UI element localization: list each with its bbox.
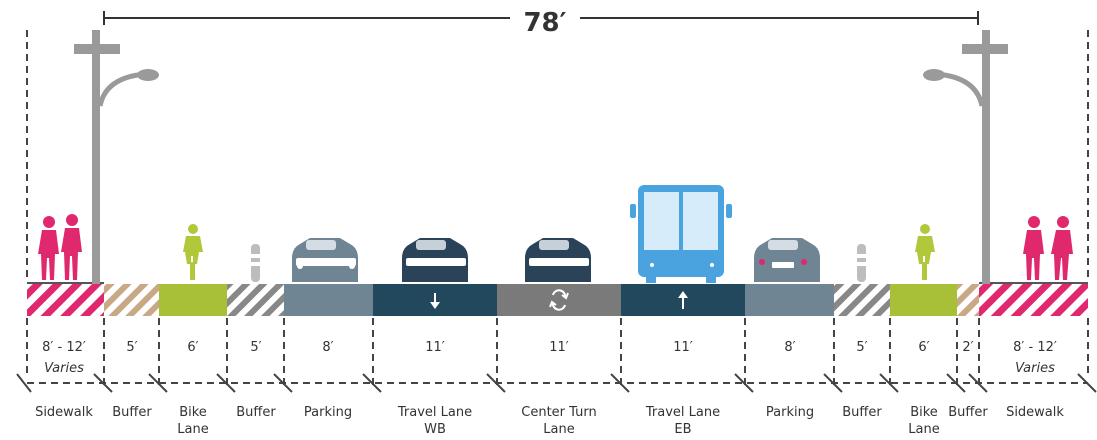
- width-label: 5′: [856, 340, 867, 355]
- width-label: 11′: [549, 340, 569, 355]
- segment-name: Buffer: [112, 405, 152, 420]
- bus-eastbound-icon: [630, 185, 732, 283]
- width-label: 8′: [784, 340, 795, 355]
- parking-right-band: [745, 284, 834, 316]
- car-westbound-icon: [402, 238, 468, 282]
- width-sublabel: Varies: [44, 361, 84, 376]
- buffer-1-band: [104, 284, 159, 316]
- buffer-4-band: [957, 284, 979, 316]
- right-of-way-lines: [26, 30, 1089, 282]
- streetlight-right-icon: [923, 30, 1008, 284]
- segment-name: Lane: [543, 422, 574, 437]
- sidewalk-right-band: [979, 284, 1088, 316]
- segment-width-labels: 8′ - 12′ Varies 5′ 6′ 5′ 8′ 11′ 11′ 11′ …: [42, 340, 1057, 376]
- bollard-left-icon: [251, 244, 260, 282]
- arrow-down-icon: [430, 293, 440, 309]
- segment-name: Parking: [304, 405, 352, 420]
- center-turn-band: [497, 284, 621, 316]
- segment-name-labels: Sidewalk Buffer Bike Lane Buffer Parking…: [35, 405, 1064, 437]
- sidewalk-left-band: [27, 284, 104, 316]
- parking-left-band: [284, 284, 373, 316]
- streetlight-left-icon: [74, 30, 159, 284]
- cyclist-left-icon: [183, 224, 203, 280]
- segment-name: Parking: [766, 405, 814, 420]
- segment-name: Lane: [908, 422, 939, 437]
- segment-name: Lane: [177, 422, 208, 437]
- buffer-2-band: [227, 284, 284, 316]
- arrow-up-icon: [678, 291, 688, 309]
- segment-name: EB: [674, 422, 691, 437]
- dimension-baseline: [16, 373, 1097, 393]
- parked-car-right-icon: [754, 238, 820, 282]
- segment-dividers: [26, 318, 1089, 385]
- pavement-bands: [27, 284, 1088, 316]
- width-label: 5′: [250, 340, 261, 355]
- segment-name: Sidewalk: [1006, 405, 1064, 420]
- segment-name: WB: [424, 422, 446, 437]
- total-width-dimension: [103, 11, 979, 25]
- car-center-turn-icon: [525, 238, 591, 282]
- segment-name: Buffer: [236, 405, 276, 420]
- width-label: 11′: [425, 340, 445, 355]
- segment-name: Travel Lane: [645, 405, 720, 420]
- width-label: 2′: [962, 340, 973, 355]
- width-label: 11′: [673, 340, 693, 355]
- two-way-turn-icon: [549, 289, 569, 311]
- segment-name: Buffer: [948, 405, 988, 420]
- width-label: 5′: [126, 340, 137, 355]
- width-label: 8′ - 12′: [42, 340, 86, 355]
- segment-name: Bike: [179, 405, 207, 420]
- bollard-right-icon: [857, 244, 866, 282]
- bike-lane-right-band: [890, 284, 957, 316]
- cyclist-right-icon: [915, 224, 935, 280]
- width-label: 6′: [918, 340, 929, 355]
- segment-name: Bike: [910, 405, 938, 420]
- buffer-3-band: [834, 284, 890, 316]
- width-sublabel: Varies: [1015, 361, 1055, 376]
- segment-name: Sidewalk: [35, 405, 93, 420]
- parked-car-left-icon: [292, 238, 358, 282]
- segment-name: Center Turn: [521, 405, 596, 420]
- segment-name: Buffer: [842, 405, 882, 420]
- pedestrians-left-icon: [38, 214, 82, 280]
- segment-name: Travel Lane: [397, 405, 472, 420]
- pedestrians-right-icon: [1023, 216, 1073, 280]
- width-label: 8′: [322, 340, 333, 355]
- width-label: 6′: [187, 340, 198, 355]
- total-width-label: 78′: [523, 8, 566, 38]
- bike-lane-left-band: [159, 284, 227, 316]
- width-label: 8′ - 12′: [1013, 340, 1057, 355]
